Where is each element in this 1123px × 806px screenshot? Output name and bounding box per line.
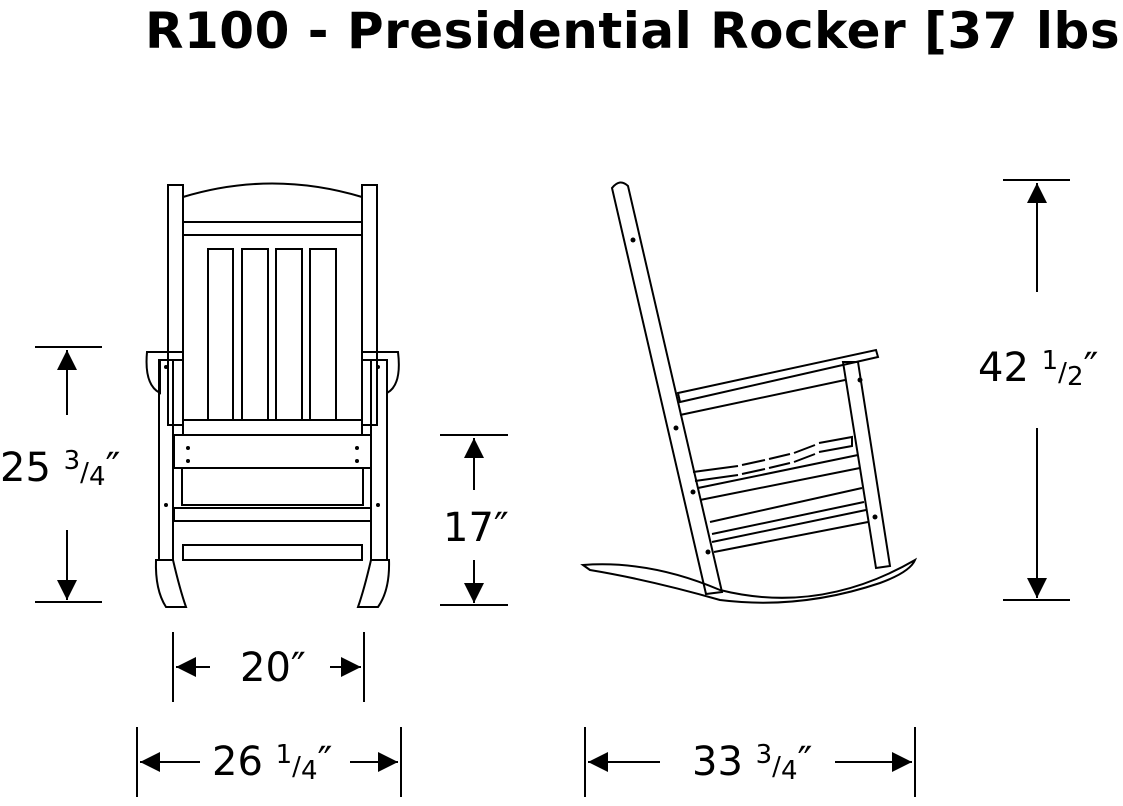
page-title: R100 - Presidential Rocker [37 lbs] [145, 2, 1123, 60]
side-view-chair [580, 181, 918, 604]
arm-height-label: 25 3/4″ [0, 445, 121, 492]
total-height-label: 42 1/2″ [978, 345, 1099, 392]
total-width-label: 26 1/4″ [212, 739, 333, 786]
dimension-lines [35, 179, 1070, 797]
total-depth-label: 33 3/4″ [692, 739, 813, 786]
seat-width-label: 20″ [240, 645, 306, 691]
front-view-chair [145, 182, 400, 608]
seat-height-label: 17″ [443, 505, 509, 551]
